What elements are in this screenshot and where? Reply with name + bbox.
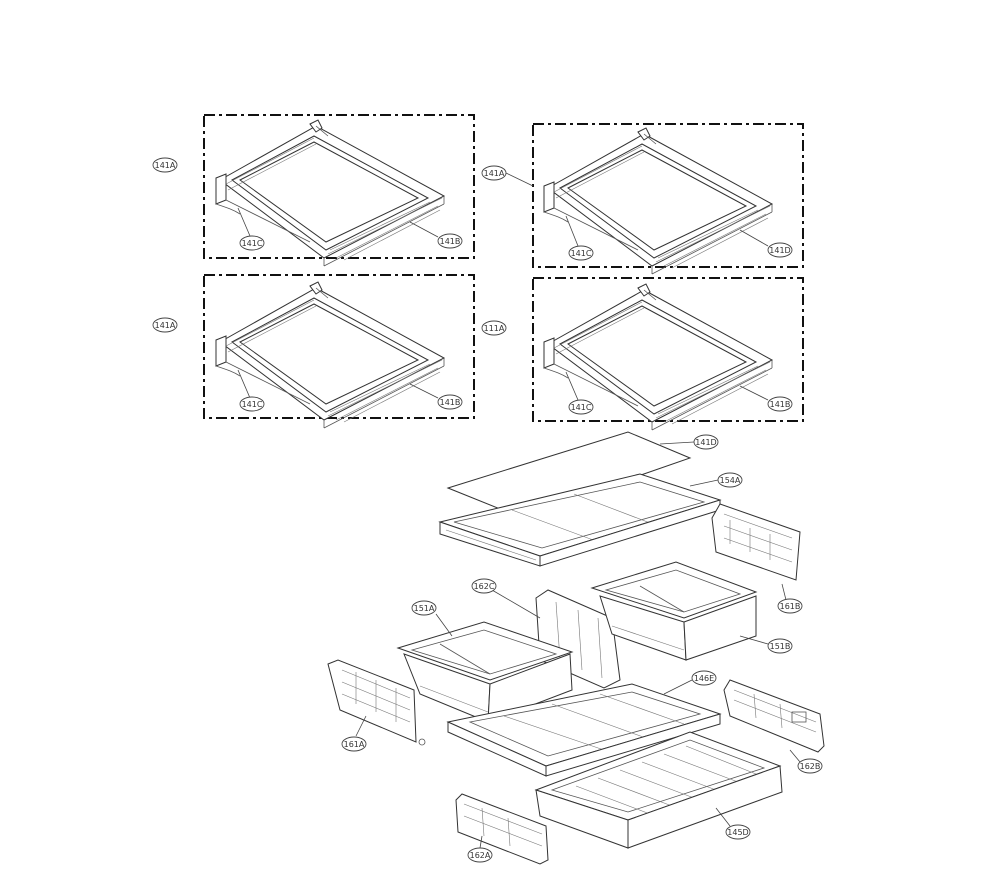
callout-141d-cover: 141D <box>695 438 716 447</box>
callout-141c-set1: 141C <box>237 207 265 251</box>
callout-161a: 161A <box>344 740 365 749</box>
callout-141b-set1: 141B <box>409 221 463 249</box>
callout-text: 111A <box>484 324 505 333</box>
shelf-set-3: 141A 141C 141B <box>152 274 475 429</box>
crisper-assembly: 141D 154A 161B <box>327 431 825 865</box>
crisper-cover-frame: 154A <box>438 472 743 567</box>
callout-162a: 162A <box>470 851 491 860</box>
callout-141d-set2: 141D <box>739 229 793 258</box>
crisper-cover-146e: 146E <box>446 670 722 777</box>
callout-text: 141C <box>571 403 592 412</box>
callout-text: 141B <box>440 398 461 407</box>
callout-text: 141A <box>155 321 176 330</box>
callout-text: 141A <box>155 161 176 170</box>
bracket-161a: 161A <box>327 659 426 752</box>
bottom-drawer-145d: 145D <box>534 731 783 849</box>
callout-111a-set4: 111A <box>481 320 507 336</box>
callout-146e: 146E <box>694 674 714 683</box>
callout-text: 141D <box>769 246 790 255</box>
dashed-group-box-4 <box>532 277 804 422</box>
callout-141a-set3: 141A <box>152 317 178 333</box>
dashed-group-box-3 <box>203 274 475 419</box>
callout-151a: 151A <box>414 604 435 613</box>
callout-text: 141C <box>571 249 592 258</box>
shelf-set-4: 111A 141C 141B <box>481 277 804 431</box>
bracket-162b: 162B <box>723 679 825 774</box>
dashed-group-box-2 <box>532 123 804 268</box>
callout-162b: 162B <box>800 762 821 771</box>
callout-151b: 151B <box>770 642 791 651</box>
callout-141b-set4: 141B <box>739 385 793 412</box>
callout-text: 141B <box>770 400 791 409</box>
callout-154a: 154A <box>720 476 741 485</box>
crisper-drawer-151a: 151A <box>396 600 574 723</box>
callout-141c-set2: 141C <box>565 215 594 261</box>
dashed-group-box-1 <box>203 114 475 259</box>
callout-text: 141A <box>484 169 505 178</box>
callout-141a-set2: 141A <box>481 165 534 187</box>
callout-161b: 161B <box>780 602 801 611</box>
callout-141c-set4: 141C <box>565 371 594 415</box>
callout-145d: 145D <box>727 828 748 837</box>
shelf-set-2: 141A 141C 141D <box>481 123 804 275</box>
callout-141c-set3: 141C <box>237 369 265 412</box>
bracket-161b: 161B <box>711 503 803 614</box>
callout-text: 141C <box>242 400 263 409</box>
bracket-162a: 162A <box>455 793 549 865</box>
callout-text: 141C <box>242 239 263 248</box>
callout-141b-set3: 141B <box>409 383 463 410</box>
cover-plate: 141D <box>446 431 719 518</box>
callout-162c: 162C <box>474 582 495 591</box>
callout-141a-set1: 141A <box>152 157 178 173</box>
shelf-set-1: 141A 141C 141B <box>152 114 475 267</box>
callout-text: 141B <box>440 237 461 246</box>
crisper-drawer-151b: 151B <box>590 561 793 661</box>
